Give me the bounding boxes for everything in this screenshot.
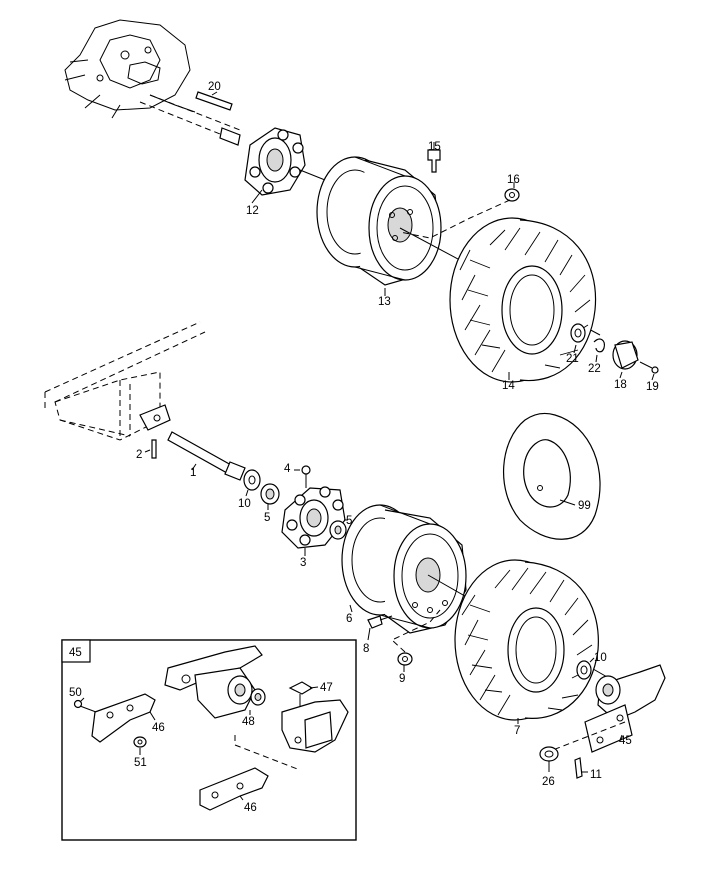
label-part-21: 21 xyxy=(566,353,579,365)
label-part-46-upper: 46 xyxy=(152,722,165,734)
inset-bracket-46-lower xyxy=(199,767,269,811)
cap-part-18 xyxy=(612,340,639,370)
inset-bushing-48 xyxy=(250,688,266,706)
clip-part-22 xyxy=(593,338,605,353)
label-part-22: 22 xyxy=(588,363,601,375)
label-part-10-upper: 10 xyxy=(238,498,251,510)
assembly-line-upper xyxy=(399,199,511,239)
bolt-part-4 xyxy=(301,465,311,488)
label-part-99: 99 xyxy=(578,500,591,512)
axle-part-1 xyxy=(139,404,246,481)
label-part-48: 48 xyxy=(242,716,255,728)
label-part-6: 6 xyxy=(346,613,352,625)
washer-part-10-lower xyxy=(576,660,592,680)
label-part-16: 16 xyxy=(507,174,520,186)
label-part-46-lower: 46 xyxy=(244,802,257,814)
leader-lines xyxy=(79,91,655,801)
label-part-26: 26 xyxy=(542,776,555,788)
hub-part-12 xyxy=(244,127,331,196)
pin-part-11 xyxy=(574,757,583,779)
label-part-15: 15 xyxy=(428,141,441,153)
label-part-47: 47 xyxy=(320,682,333,694)
detail-inset-45 xyxy=(61,639,357,841)
label-part-7: 7 xyxy=(514,725,520,737)
label-part-11: 11 xyxy=(590,769,602,781)
nut-part-9 xyxy=(397,652,413,666)
washer-part-21 xyxy=(570,323,586,343)
bearing-part-5-left xyxy=(260,483,280,505)
axle-upper xyxy=(219,127,241,146)
transaxle-housing xyxy=(64,19,241,141)
steering-knuckle-part-45 xyxy=(584,664,666,753)
valve-stem-part-8 xyxy=(367,615,393,629)
label-part-14: 14 xyxy=(502,380,515,392)
label-part-2: 2 xyxy=(136,449,142,461)
label-part-5-left: 5 xyxy=(264,512,270,524)
inset-tag-45: 45 xyxy=(69,647,82,659)
label-part-4: 4 xyxy=(284,463,291,475)
bolt-part-19 xyxy=(639,361,659,374)
label-part-45: 45 xyxy=(619,735,632,747)
inset-arm xyxy=(164,645,263,719)
bearing-part-5-right xyxy=(329,520,347,540)
label-part-12: 12 xyxy=(246,205,259,217)
wheel-rim-part-13 xyxy=(316,156,442,286)
label-part-10-lower: 10 xyxy=(594,652,607,664)
valve-stem-part-15 xyxy=(427,149,441,173)
wheel-rim-part-6 xyxy=(341,504,467,634)
pin-part-2 xyxy=(151,439,157,459)
label-part-13: 13 xyxy=(378,296,391,308)
label-part-5-right: 5 xyxy=(346,515,352,527)
key-part-20 xyxy=(195,91,233,111)
part-labels: 20 12 15 16 13 14 21 22 18 19 2 1 4 10 5… xyxy=(69,81,659,814)
inner-tube-part-99 xyxy=(503,412,601,540)
label-part-20: 20 xyxy=(208,81,221,93)
inset-bracket-46-upper xyxy=(91,693,156,743)
label-part-8: 8 xyxy=(363,643,369,655)
hub-part-3 xyxy=(281,486,346,549)
washer-part-26 xyxy=(539,746,559,762)
label-part-51: 51 xyxy=(134,757,147,769)
inset-knuckle xyxy=(281,699,349,753)
nut-part-16 xyxy=(504,188,520,202)
label-part-1: 1 xyxy=(190,467,196,479)
label-part-50: 50 xyxy=(69,687,82,699)
label-part-3: 3 xyxy=(300,557,306,569)
washer-part-10-upper xyxy=(243,469,261,491)
label-part-19: 19 xyxy=(646,381,659,393)
inset-nut-51 xyxy=(133,736,147,748)
tire-part-7 xyxy=(454,559,599,721)
frame-outline xyxy=(44,321,206,441)
inset-bolt-50 xyxy=(73,699,97,713)
label-part-9: 9 xyxy=(399,673,405,685)
inset-assembly-line xyxy=(234,735,301,771)
label-part-18: 18 xyxy=(614,379,627,391)
